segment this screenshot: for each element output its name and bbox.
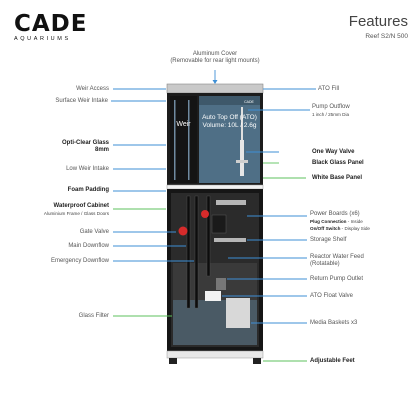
label-weir-access: Weir Access [76, 86, 109, 92]
label-plug-connection: Plug Connection [310, 219, 347, 224]
label-on-off-switch-rest: - Display Side [340, 226, 370, 231]
label-media-baskets: Media Baskets x3 [310, 320, 358, 326]
label-power-boards: Power Boards (x6) Plug Connection - Insi… [310, 211, 370, 232]
right-arrow-lines [222, 88, 316, 324]
label-waterproof-cabinet-text: Waterproof Cabinet [53, 203, 109, 209]
label-return-pump-outlet: Return Pump Outlet [310, 276, 364, 282]
aluminum-cover [166, 83, 264, 94]
return-pipe [206, 195, 211, 277]
label-black-glass-panel: Black Glass Panel [312, 160, 364, 166]
main-downflow-pipe [186, 195, 191, 309]
label-ato-fill: ATO Fill [318, 86, 340, 92]
label-pump-outflow-sub: 1 inch / 25mm Dia [312, 112, 350, 117]
label-main-downflow: Main Downflow [68, 243, 109, 249]
logo-subtext: AQUARIUMS [14, 36, 71, 42]
ato-water [199, 96, 260, 183]
label-waterproof-cabinet-sub: Aluminium Frame / Glass Doors [43, 211, 109, 216]
emergency-downflow-pipe [194, 195, 199, 309]
label-power-boards-sub1: Plug Connection - Inside [310, 218, 370, 225]
valve-handle [201, 210, 209, 218]
page-subtitle: Reef S2/N 500 [365, 33, 408, 40]
label-reactor-water-feed-line2: (Rotatable) [310, 261, 340, 267]
logo-text: CADE [14, 11, 88, 37]
reactor [211, 214, 227, 234]
label-pump-outflow: Pump Outflow 1 inch / 25mm Dia [312, 104, 350, 118]
label-opti-clear-glass: Opti-Clear Glass 8mm [62, 140, 109, 154]
label-white-base-panel: White Base Panel [312, 175, 363, 181]
label-one-way-valve: One Way Valve [312, 149, 355, 155]
white-base [166, 350, 264, 359]
label-adjustable-feet: Adjustable Feet [310, 358, 355, 364]
label-opti-clear-glass-line2: 8mm [94, 147, 109, 153]
label-aluminum-cover: Aluminum Cover (Removable for rear light… [140, 51, 290, 65]
top-arrow-head [212, 80, 218, 84]
label-aluminum-cover-line2: (Removable for rear light mounts) [170, 58, 260, 64]
ato-label-line1: Auto Top Off (ATO) [202, 114, 257, 121]
label-aluminum-cover-line1: Aluminum Cover [192, 51, 238, 57]
media-baskets [226, 298, 250, 328]
return-pump [216, 278, 226, 290]
valve-fitting [236, 160, 248, 163]
ato-float-valve [205, 291, 221, 301]
label-ato-float-valve: ATO Float Valve [310, 293, 354, 299]
label-reactor-water-feed: Reactor Water Feed (Rotatable) [310, 254, 364, 268]
foot-right [253, 358, 261, 364]
ato-chamber-top [199, 96, 260, 105]
label-opti-clear-glass-line1: Opti-Clear Glass [61, 140, 109, 146]
label-storage-shelf: Storage Shelf [310, 237, 347, 243]
label-emergency-downflow: Emergency Downflow [50, 258, 109, 264]
one-way-valve [240, 140, 244, 176]
storage-shelf [214, 238, 246, 242]
label-plug-connection-rest: - Inside [346, 219, 363, 224]
label-gate-valve: Gate Valve [79, 229, 109, 235]
label-surface-weir-intake: Surface Weir Intake [55, 98, 108, 104]
label-pump-outflow-text: Pump Outflow [312, 104, 350, 110]
label-low-weir-intake: Low Weir Intake [66, 166, 109, 172]
label-power-boards-sub2: On/Off Switch - Display Side [310, 225, 370, 232]
weir-pipe-2 [188, 100, 190, 180]
ato-label-line2: Volume: 10L / 2.6g [202, 122, 257, 129]
page-title: Features [348, 13, 408, 30]
left-arrow-lines [111, 88, 194, 262]
label-reactor-water-feed-line1: Reactor Water Feed [310, 254, 364, 260]
gate-valve [178, 226, 188, 236]
cade-tag: CADE [244, 100, 254, 104]
brand-logo: CADE AQUARIUMS [14, 12, 87, 42]
power-board [216, 200, 246, 205]
pump-outflow-pipe [241, 107, 243, 140]
weir-pipe [174, 100, 176, 180]
label-power-boards-text: Power Boards (x6) [310, 211, 360, 217]
foot-left [169, 358, 177, 364]
label-glass-filter: Glass Filter [78, 313, 109, 319]
label-on-off-switch: On/Off Switch [310, 226, 341, 231]
label-waterproof-cabinet: Waterproof Cabinet Aluminium Frame / Gla… [44, 203, 109, 217]
foam-padding [166, 184, 264, 190]
label-foam-padding: Foam Padding [67, 187, 109, 193]
weir-label: Weir [176, 121, 191, 128]
